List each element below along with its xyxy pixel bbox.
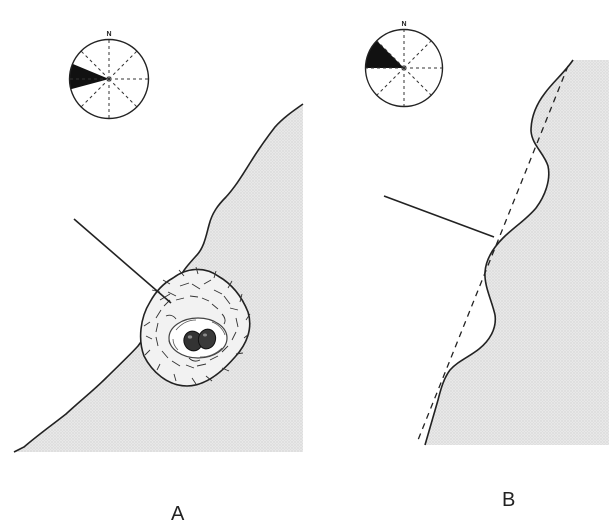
panel-a-shaded-terrain <box>14 104 303 452</box>
compass-b: N <box>364 21 444 108</box>
compass-a-ring <box>68 38 150 120</box>
panel-a: N <box>13 31 304 453</box>
compass-b-sector <box>365 40 404 68</box>
nest <box>139 266 251 387</box>
compass-b-north-label: N <box>401 21 406 28</box>
panel-b-direction-line <box>383 195 495 238</box>
compass-a-sector <box>69 63 109 90</box>
compass-a-north-label: N <box>106 31 111 38</box>
compass-a: N <box>68 31 150 120</box>
panel-a-label: A <box>171 503 185 523</box>
panel-b-label: B <box>502 489 516 511</box>
panel-a-edge-line <box>13 103 304 453</box>
panel-b: N <box>364 21 609 446</box>
egg-right <box>197 328 217 350</box>
nest-twig-texture <box>143 266 251 385</box>
panel-b-edge-line <box>424 59 574 446</box>
panel-b-shaded-terrain <box>425 60 609 445</box>
egg-highlight <box>203 333 207 337</box>
panel-b-dashed-trend-line <box>417 65 569 441</box>
egg-highlight <box>187 335 193 339</box>
panel-a-direction-line <box>73 218 172 304</box>
